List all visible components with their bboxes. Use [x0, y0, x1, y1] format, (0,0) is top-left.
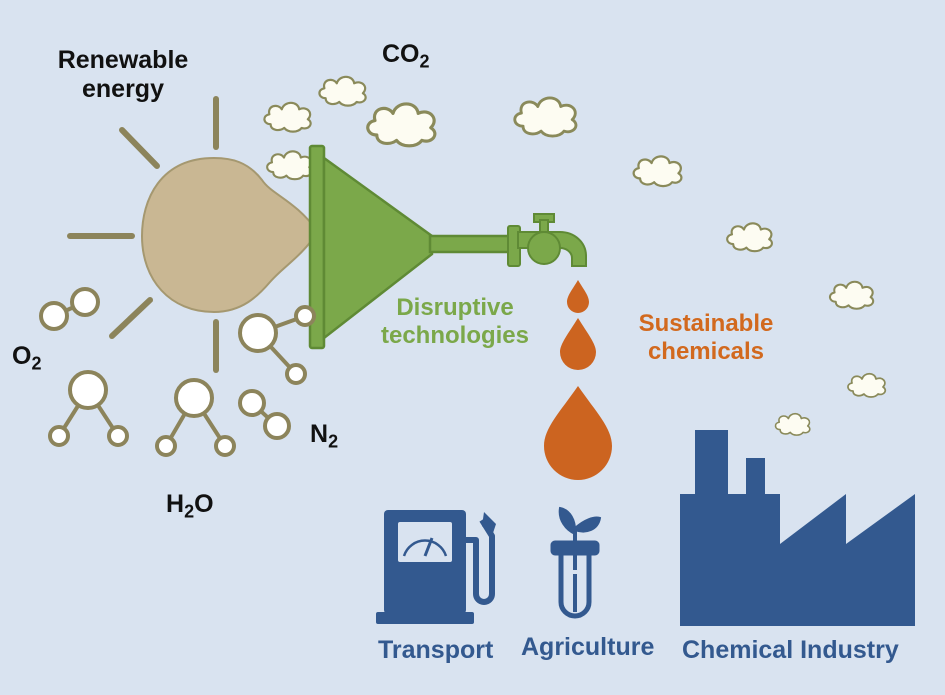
h2o-h: H — [166, 490, 185, 518]
sun-icon — [140, 156, 320, 314]
renewable-energy-line1: Renewable — [57, 46, 189, 74]
co2-subscript: 2 — [419, 51, 430, 72]
n2-subscript: 2 — [328, 431, 339, 452]
sun-rays — [67, 96, 219, 373]
h2o-label: H2O — [166, 490, 214, 522]
tap-icon — [507, 213, 587, 267]
disruptive-technologies-label: Disruptive technologies — [360, 294, 550, 349]
chemical-industry-label: Chemical Industry — [682, 636, 899, 664]
renewable-energy-label: Renewable energy — [47, 46, 199, 104]
sustainable-chemicals-label: Sustainable chemicals — [616, 310, 796, 365]
renewable-energy-line2: energy — [82, 74, 164, 103]
o2-main: O — [12, 342, 32, 370]
agriculture-label: Agriculture — [521, 633, 655, 661]
o2-label: O2 — [12, 342, 41, 374]
fuel-pump-icon — [376, 510, 496, 624]
factory-icon — [680, 430, 915, 626]
co2-main: CO — [382, 40, 420, 68]
o2-subscript: 2 — [31, 353, 42, 374]
co2-label: CO2 — [382, 40, 430, 72]
plant-test-tube-icon — [550, 506, 602, 619]
h2o-o: O — [194, 490, 214, 518]
funnel-icon — [308, 144, 516, 350]
transport-label: Transport — [378, 636, 494, 664]
disruptive-line2: technologies — [380, 321, 530, 349]
disruptive-line1: Disruptive — [396, 294, 514, 321]
n2-label: N2 — [310, 420, 338, 452]
h2o-subscript: 2 — [184, 501, 195, 522]
n2-main: N — [310, 420, 329, 448]
droplet-icon — [544, 280, 612, 480]
sustainable-line2: chemicals — [647, 337, 765, 365]
sustainable-line1: Sustainable — [638, 310, 774, 337]
molecule-icon — [39, 287, 316, 457]
